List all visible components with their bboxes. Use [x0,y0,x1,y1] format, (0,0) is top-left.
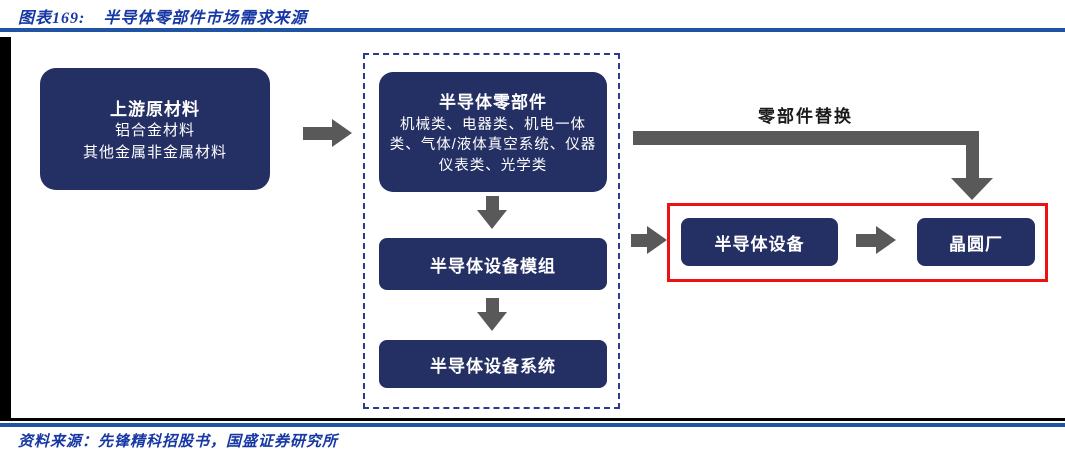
equipment-module-box: 半导体设备模组 [379,238,607,290]
arrow-shaft [303,127,332,140]
replacement-label: 零部件替换 [758,107,853,126]
parts-description: 机械类、电器类、机电一体类、气体/液体真空系统、仪器仪表类、光学类 [389,117,597,174]
arrow-shaft [486,298,499,312]
equipment-system-box: 半导体设备系统 [379,340,607,388]
wafer-fab-box: 晶圆厂 [917,218,1035,266]
figure-title: 半导体零部件市场需求来源 [103,10,308,27]
semiconductor-equipment-box: 半导体设备 [681,218,838,266]
bottom-blue-rule [0,423,1065,427]
elbow-arrow-horizontal [633,131,979,145]
equipment-label: 半导体设备 [714,234,805,254]
arrow-right-icon [631,226,667,255]
arrow-shaft [486,196,499,210]
module-label: 半导体设备模组 [430,256,556,276]
bottom-black-rule [0,418,1065,421]
left-black-bar [0,37,11,421]
figure-header: 图表169: 半导体零部件市场需求来源 [18,4,307,28]
arrow-head [332,119,352,147]
arrow-head [477,210,507,229]
arrow-down-icon [477,298,508,331]
figure-number-label: 图表169: [18,10,86,27]
upstream-materials-box: 上游原材料 铝合金材料 其他金属非金属材料 [40,68,270,190]
arrow-head [477,312,507,331]
arrow-right-icon [303,119,352,148]
source-note: 资料来源：先锋精科招股书，国盛证券研究所 [18,434,339,450]
arrow-shaft [631,234,647,247]
parts-chain-dashed-frame [363,53,620,409]
semiconductor-parts-box: 半导体零部件 机械类、电器类、机电一体类、气体/液体真空系统、仪器仪表类、光学类 [379,72,607,192]
system-label: 半导体设备系统 [430,356,556,376]
upstream-line-1: 铝合金材料 [114,121,195,139]
top-rule [0,28,1065,32]
fab-label: 晶圆厂 [949,234,1003,254]
highlight-red-frame [667,203,1048,282]
arrow-shaft [856,234,876,247]
elbow-arrow-head [951,178,993,200]
arrow-head [647,226,667,254]
upstream-title: 上游原材料 [110,99,200,119]
arrow-head [876,226,896,254]
elbow-arrow-vertical [966,131,979,178]
upstream-line-2: 其他金属非金属材料 [82,143,227,161]
parts-title: 半导体零部件 [439,93,547,113]
arrow-down-icon [477,196,508,229]
arrow-right-icon [856,226,896,255]
